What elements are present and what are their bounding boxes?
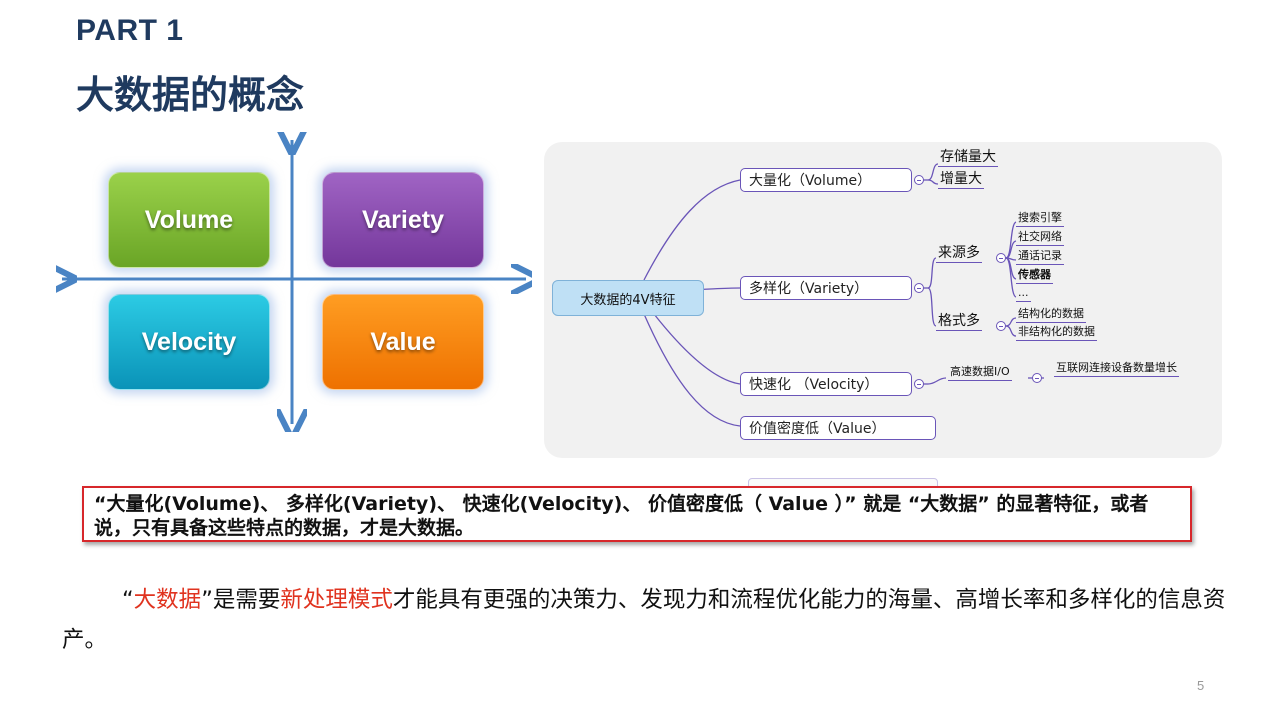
leaf-search-engine: 搜索引擎 xyxy=(1016,210,1064,227)
leaf-sensors: 传感器 xyxy=(1016,267,1053,284)
node-velocity: 快速化 （Velocity） xyxy=(740,372,912,396)
node-source-many: 来源多 xyxy=(936,245,982,263)
node-value: 价值密度低（Value） xyxy=(740,416,936,440)
collapse-toggle-variety[interactable] xyxy=(914,283,924,293)
collapse-toggle-volume[interactable] xyxy=(914,175,924,185)
collapse-toggle-source[interactable] xyxy=(996,253,1006,263)
value-tile: Value xyxy=(322,294,484,390)
four-v-mindmap: 大数据的4V特征 大量化（Volume） 存储量大 增量大 多样化（Variet… xyxy=(544,142,1222,458)
leaf-storage-large: 存储量大 xyxy=(938,149,998,167)
page-number: 5 xyxy=(1197,678,1205,693)
slide-title: 大数据的概念 xyxy=(76,73,305,117)
mindmap-root: 大数据的4V特征 xyxy=(552,280,704,316)
quadrant-axes xyxy=(56,132,532,432)
leaf-unstructured-data: 非结构化的数据 xyxy=(1016,324,1097,341)
collapse-toggle-velocity[interactable] xyxy=(914,379,924,389)
collapse-toggle-io[interactable] xyxy=(1032,373,1042,383)
node-format-many: 格式多 xyxy=(936,313,982,331)
characteristics-note: “大量化(Volume)、 多样化(Variety)、 快速化(Velocity… xyxy=(82,486,1192,542)
leaf-structured-data: 结构化的数据 xyxy=(1016,306,1086,323)
collapse-toggle-format[interactable] xyxy=(996,321,1006,331)
definition-part2: 才能具有更强的决策力、发现力和流程优化能力的海量、高增长率和多样化的信息资产。 xyxy=(62,587,1226,653)
leaf-increment-large: 增量大 xyxy=(938,171,984,189)
volume-tile: Volume xyxy=(108,172,270,268)
definition-part1: ”是需要 xyxy=(201,587,281,613)
velocity-tile: Velocity xyxy=(108,294,270,390)
definition-open-quote: “ xyxy=(122,587,134,613)
four-v-quadrant-diagram: Volume Variety Velocity Value xyxy=(56,132,532,432)
leaf-high-speed-io: 高速数据I/O xyxy=(948,364,1012,381)
definition-term: 大数据 xyxy=(133,587,202,613)
leaf-more: ... xyxy=(1016,285,1031,302)
variety-tile: Variety xyxy=(322,172,484,268)
node-variety: 多样化（Variety） xyxy=(740,276,912,300)
definition-highlight: 新处理模式 xyxy=(280,587,393,613)
leaf-social-network: 社交网络 xyxy=(1016,229,1064,246)
leaf-call-records: 通话记录 xyxy=(1016,248,1064,265)
definition-paragraph: “大数据”是需要新处理模式才能具有更强的决策力、发现力和流程优化能力的海量、高增… xyxy=(62,580,1242,660)
part-label: PART 1 xyxy=(76,14,184,47)
node-volume: 大量化（Volume） xyxy=(740,168,912,192)
leaf-device-growth: 互联网连接设备数量增长 xyxy=(1054,360,1179,377)
